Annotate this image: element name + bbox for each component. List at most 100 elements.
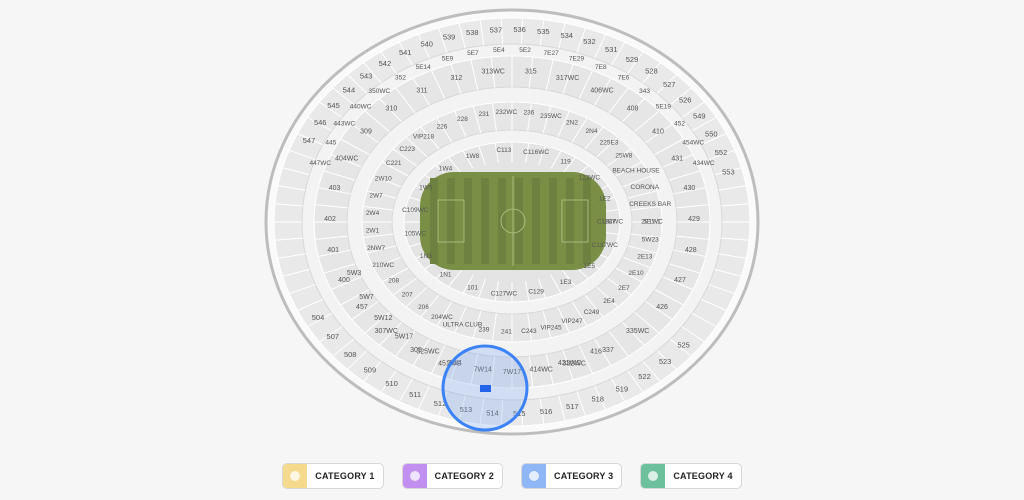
section-label[interactable]: 440WC: [350, 103, 372, 110]
section-label[interactable]: 526: [679, 95, 692, 104]
section-label[interactable]: 550: [705, 129, 718, 138]
section-label[interactable]: 210WC: [372, 262, 394, 269]
section-label[interactable]: 309: [360, 129, 372, 136]
section-label[interactable]: 538: [466, 28, 479, 37]
section-label[interactable]: 546: [314, 118, 327, 127]
section-label[interactable]: 542: [379, 59, 392, 68]
section-label[interactable]: 1W4: [439, 166, 453, 173]
section-label[interactable]: 513: [460, 405, 473, 414]
section-label[interactable]: 204WC: [431, 314, 453, 321]
section-label[interactable]: 232WC: [496, 109, 518, 116]
section-label[interactable]: 2N4: [586, 128, 598, 135]
section-label[interactable]: 25W8: [615, 153, 632, 160]
section-label[interactable]: C113: [496, 147, 511, 154]
section-label[interactable]: 1N3: [420, 253, 432, 260]
section-label[interactable]: 428: [685, 247, 697, 254]
section-label[interactable]: 522: [638, 372, 651, 381]
section-label[interactable]: 410: [652, 129, 664, 136]
section-label[interactable]: 431: [671, 155, 683, 162]
section-label[interactable]: 401: [327, 247, 339, 254]
section-label[interactable]: 337: [602, 347, 614, 354]
section-label[interactable]: 7W14: [474, 367, 492, 374]
section-label[interactable]: 5W12: [374, 315, 392, 322]
section-label[interactable]: ULTRA CLUB: [443, 322, 483, 329]
section-label[interactable]: 430: [684, 185, 696, 192]
section-label[interactable]: 445: [325, 140, 336, 147]
section-label[interactable]: 406WC: [590, 88, 613, 95]
section-label[interactable]: 514: [486, 408, 499, 417]
section-label[interactable]: 504: [312, 313, 325, 322]
section-label[interactable]: 208: [388, 278, 399, 285]
section-label[interactable]: 239: [479, 327, 490, 334]
section-label[interactable]: 1E5: [584, 263, 596, 270]
section-label[interactable]: 510: [385, 379, 398, 388]
section-label[interactable]: CORONA: [631, 184, 660, 191]
section-label[interactable]: 525: [677, 340, 690, 349]
section-label[interactable]: 434WC: [693, 160, 715, 167]
section-label[interactable]: 528: [645, 67, 658, 76]
section-label[interactable]: 544: [343, 85, 356, 94]
section-label[interactable]: CREEKS BAR: [629, 201, 671, 208]
section-label[interactable]: 517: [566, 402, 579, 411]
section-label[interactable]: 1W8: [466, 153, 480, 160]
section-label[interactable]: 427: [674, 277, 686, 284]
section-label[interactable]: 400: [338, 277, 350, 284]
section-label[interactable]: 1E2: [599, 195, 611, 202]
section-label[interactable]: 452: [674, 121, 685, 128]
section-label[interactable]: 512: [434, 399, 447, 408]
section-label[interactable]: 1E7: [604, 219, 616, 226]
section-label[interactable]: C134WC: [597, 219, 624, 226]
section-label[interactable]: 350WC: [369, 88, 391, 95]
section-label[interactable]: 529: [626, 55, 639, 64]
legend-category-1[interactable]: CATEGORY 1: [282, 463, 384, 489]
section-label[interactable]: 532: [583, 37, 596, 46]
section-label[interactable]: 2W1: [366, 228, 380, 235]
section-label[interactable]: 537: [490, 25, 503, 34]
section-label[interactable]: VIP247: [561, 318, 583, 325]
section-label[interactable]: 307WC: [375, 328, 398, 335]
section-label[interactable]: 1W5: [419, 184, 433, 191]
section-label[interactable]: 5E14: [416, 64, 432, 71]
section-label[interactable]: 7E27: [544, 50, 560, 57]
section-label[interactable]: 105WC: [404, 231, 426, 238]
section-label[interactable]: 206: [418, 304, 429, 311]
section-label[interactable]: 325WC: [416, 349, 439, 356]
section-label[interactable]: 7E8: [595, 64, 607, 71]
section-label[interactable]: 7E6: [618, 75, 630, 82]
section-label[interactable]: 2E10: [628, 270, 644, 277]
section-label[interactable]: VIP245: [540, 324, 562, 331]
selected-section-highlight[interactable]: [441, 344, 529, 432]
section-label[interactable]: 2W4: [366, 210, 380, 217]
section-label[interactable]: 2E4: [603, 298, 615, 305]
section-label[interactable]: 228: [457, 116, 468, 123]
section-label[interactable]: 5W17: [395, 334, 413, 341]
section-label[interactable]: 508: [344, 350, 357, 359]
section-label[interactable]: 241: [501, 329, 512, 336]
section-label[interactable]: 516: [540, 407, 553, 416]
section-label[interactable]: 119: [560, 158, 571, 165]
legend-category-3[interactable]: CATEGORY 3: [521, 463, 623, 489]
section-label[interactable]: 5E1-1: [643, 219, 661, 226]
section-label[interactable]: 312: [451, 75, 463, 82]
section-label[interactable]: 7W4: [447, 360, 462, 367]
section-label[interactable]: 457: [356, 304, 368, 311]
section-label[interactable]: VIP218: [413, 134, 435, 141]
legend-category-2[interactable]: CATEGORY 2: [401, 463, 503, 489]
section-label[interactable]: 454WC: [682, 140, 704, 147]
section-label[interactable]: 403: [329, 185, 341, 192]
section-label[interactable]: 408: [627, 106, 639, 113]
section-label[interactable]: 5W3: [347, 270, 362, 277]
section-label[interactable]: C129: [528, 289, 544, 296]
section-label[interactable]: 536: [513, 25, 526, 34]
section-label[interactable]: 509: [364, 365, 377, 374]
section-label[interactable]: 416: [590, 349, 602, 356]
section-label[interactable]: 225E3: [600, 139, 619, 146]
section-label[interactable]: 5E4: [493, 47, 505, 54]
section-label[interactable]: 315: [525, 69, 537, 76]
section-label[interactable]: 101: [467, 285, 478, 292]
section-label[interactable]: 335WC: [626, 328, 649, 335]
section-label[interactable]: 511: [409, 390, 421, 399]
section-label[interactable]: 404WC: [335, 155, 358, 162]
section-label[interactable]: 549: [693, 112, 706, 121]
